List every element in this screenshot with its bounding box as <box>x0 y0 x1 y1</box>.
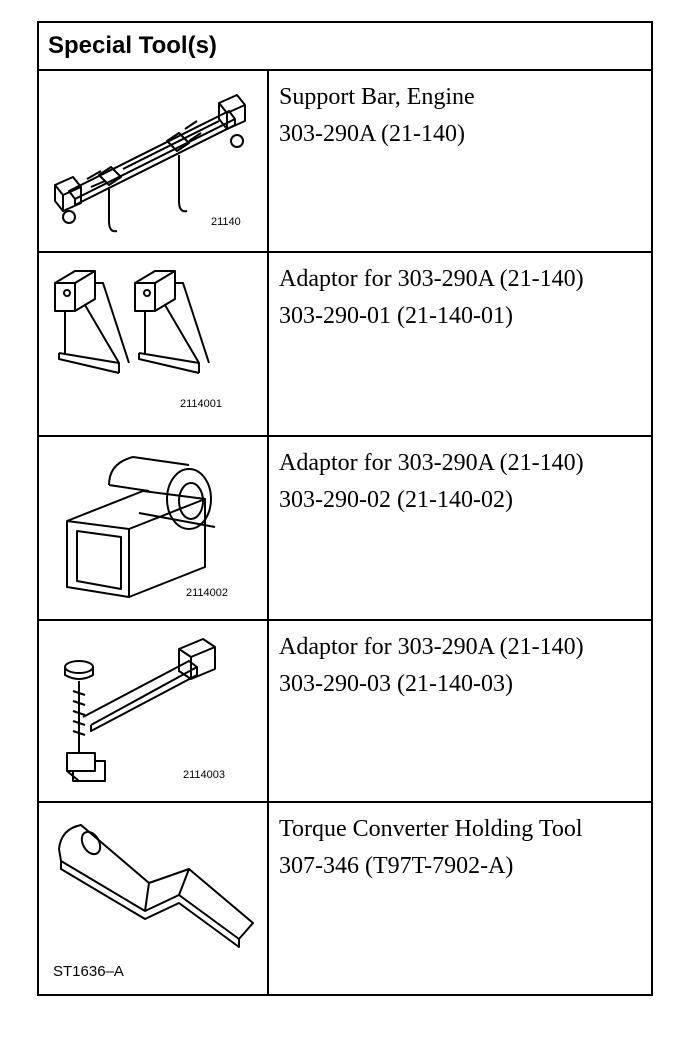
adaptor-tube-icon <box>66 456 216 598</box>
tool-part-number: 307-346 (T97T-7902-A) <box>279 853 514 879</box>
tool-name: Adaptor for 303-290A (21-140) <box>279 634 584 660</box>
tool-image-cell: 2114001 <box>39 253 269 435</box>
tool-part-number: 303-290-01 (21-140-01) <box>279 303 513 329</box>
tool-part-number: 303-290-03 (21-140-03) <box>279 671 513 697</box>
tool-description: Torque Converter Holding Tool 307-346 (T… <box>269 803 651 994</box>
tool-description: Adaptor for 303-290A (21-140) 303-290-03… <box>269 621 651 801</box>
table-row: 21140 Support Bar, Engine 303-290A (21-1… <box>39 71 651 253</box>
adaptor-screw-clamp-icon <box>64 638 216 782</box>
tool-description: Adaptor for 303-290A (21-140) 303-290-01… <box>269 253 651 435</box>
tool-image-cell: ST1636–A <box>39 803 269 994</box>
torque-converter-holding-tool-icon <box>58 824 254 948</box>
tool-description: Adaptor for 303-290A (21-140) 303-290-02… <box>269 437 651 619</box>
table-row: ST1636–A Torque Converter Holding Tool 3… <box>39 803 651 994</box>
tool-description: Support Bar, Engine 303-290A (21-140) <box>269 71 651 251</box>
tool-name: Torque Converter Holding Tool <box>279 816 583 842</box>
table-header: Special Tool(s) <box>39 23 651 71</box>
tool-image-cell: 21140 <box>39 71 269 251</box>
tool-name: Support Bar, Engine <box>279 84 475 110</box>
tool-image-caption: 2114002 <box>186 587 229 599</box>
tool-image-cell: 2114002 <box>39 437 269 619</box>
tool-image-caption: ST1636–A <box>53 963 124 980</box>
tool-image-caption: 21140 <box>211 216 241 228</box>
engine-support-bar-icon <box>54 94 246 233</box>
tool-name: Adaptor for 303-290A (21-140) <box>279 266 584 292</box>
table-row: 2114001 Adaptor for 303-290A (21-140) 30… <box>39 253 651 437</box>
tool-image-caption: 2114001 <box>180 398 223 410</box>
tool-name: Adaptor for 303-290A (21-140) <box>279 450 584 476</box>
adaptor-brackets-icon <box>54 270 210 374</box>
special-tools-table: Special Tool(s) <box>37 21 653 996</box>
tool-part-number: 303-290A (21-140) <box>279 121 465 147</box>
table-row: 2114003 Adaptor for 303-290A (21-140) 30… <box>39 621 651 803</box>
tool-image-cell: 2114003 <box>39 621 269 801</box>
tool-part-number: 303-290-02 (21-140-02) <box>279 487 513 513</box>
tool-image-caption: 2114003 <box>183 769 226 781</box>
table-row: 2114002 Adaptor for 303-290A (21-140) 30… <box>39 437 651 621</box>
